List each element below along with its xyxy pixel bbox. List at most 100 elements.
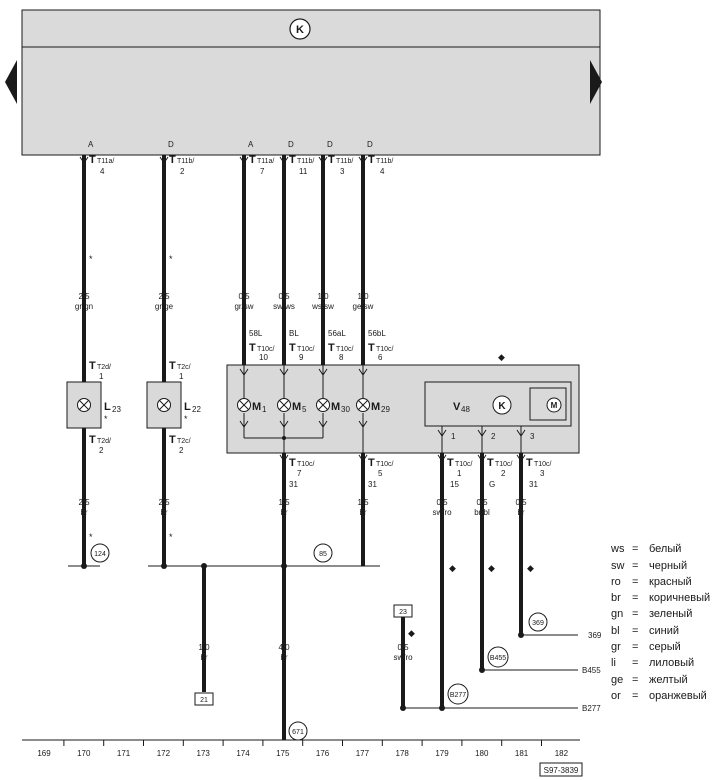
svg-text:T10c/: T10c/ [336, 346, 354, 353]
svg-text:1: 1 [262, 405, 267, 414]
svg-text:T11a/: T11a/ [97, 158, 114, 165]
svg-text:T2c/: T2c/ [177, 438, 191, 445]
svg-text:sw/ro: sw/ro [432, 508, 452, 517]
svg-text:0,5: 0,5 [278, 292, 290, 301]
svg-text:0,5: 0,5 [238, 292, 250, 301]
outgoing-b277: B277 B277 [447, 683, 601, 713]
svg-text:M: M [551, 401, 558, 410]
svg-text:черный: черный [649, 560, 687, 572]
svg-text:B277: B277 [582, 704, 601, 713]
control-unit-symbol-label: K [296, 24, 304, 36]
svg-text:2: 2 [179, 446, 184, 455]
track-number: 174 [236, 749, 250, 758]
svg-text:ro: ro [611, 576, 621, 588]
svg-text:L: L [184, 401, 191, 413]
track-number: 177 [356, 749, 370, 758]
svg-text:2,5: 2,5 [78, 498, 90, 507]
svg-text:T10c/: T10c/ [297, 461, 315, 468]
svg-text:T10c/: T10c/ [495, 461, 513, 468]
svg-text:1,0: 1,0 [317, 292, 329, 301]
svg-text:M: M [331, 401, 340, 413]
svg-text:3: 3 [540, 469, 545, 478]
track-number: 170 [77, 749, 91, 758]
svg-text:10: 10 [259, 353, 268, 362]
track-number: 181 [515, 749, 529, 758]
svg-text:sw/ro: sw/ro [393, 653, 413, 662]
svg-text:T: T [289, 342, 296, 354]
svg-text:4: 4 [380, 167, 385, 176]
svg-text:br: br [359, 508, 366, 517]
svg-text:1: 1 [99, 372, 104, 381]
svg-text:or: or [611, 690, 621, 702]
ground-point-671: 671 [288, 721, 308, 741]
svg-text:T10c/: T10c/ [257, 346, 275, 353]
svg-text:3: 3 [340, 167, 345, 176]
page-next-arrow-icon[interactable] [590, 60, 602, 104]
lower-wires [202, 453, 523, 740]
track-number: 176 [316, 749, 330, 758]
svg-text:1,0: 1,0 [198, 643, 210, 652]
svg-text:L: L [104, 401, 111, 413]
svg-text:T: T [169, 360, 176, 372]
svg-text:2,5: 2,5 [158, 292, 170, 301]
svg-text:T: T [368, 342, 375, 354]
svg-text:A: A [88, 140, 94, 149]
svg-text:29: 29 [381, 405, 390, 414]
svg-text:T10c/: T10c/ [297, 346, 315, 353]
track-number: 179 [435, 749, 449, 758]
svg-text:коричневый: коричневый [649, 592, 710, 604]
svg-text:31: 31 [529, 480, 538, 489]
svg-text:2: 2 [491, 432, 496, 441]
svg-text:56bL: 56bL [368, 329, 386, 338]
svg-text:30: 30 [341, 405, 350, 414]
page-prev-arrow-icon[interactable] [5, 60, 17, 104]
svg-text:2: 2 [99, 446, 104, 455]
svg-text:0,5: 0,5 [436, 498, 448, 507]
svg-text:31: 31 [368, 480, 377, 489]
track-number: 180 [475, 749, 489, 758]
outgoing-b455: B455 B455 [487, 646, 601, 675]
svg-text:T10c/: T10c/ [376, 346, 394, 353]
svg-text:21: 21 [200, 697, 208, 704]
svg-text:22: 22 [192, 405, 201, 414]
svg-text:23: 23 [112, 405, 121, 414]
control-unit-symbol-icon [289, 18, 311, 40]
svg-text:T: T [487, 457, 494, 469]
svg-text:ws: ws [610, 543, 625, 555]
svg-text:◆: ◆ [527, 563, 534, 573]
svg-text:T: T [368, 154, 375, 166]
module-v48: V 48 K M 1 2 3 [424, 381, 572, 453]
svg-text:T2d/: T2d/ [97, 364, 111, 371]
svg-text:1: 1 [457, 469, 462, 478]
svg-text:T: T [526, 457, 533, 469]
svg-text:красный: красный [649, 576, 692, 588]
svg-text:15: 15 [450, 480, 459, 489]
svg-text:br: br [280, 653, 287, 662]
svg-text:7: 7 [297, 469, 302, 478]
svg-text:M: M [292, 401, 301, 413]
svg-text:=: = [632, 592, 638, 604]
branch-wire-178: 23 0,5 sw/ro [393, 604, 413, 662]
svg-text:T: T [89, 360, 96, 372]
svg-text:=: = [632, 560, 638, 572]
svg-text:4,0: 4,0 [278, 643, 290, 652]
svg-text:M: M [371, 401, 380, 413]
svg-text:оранжевый: оранжевый [649, 690, 707, 702]
svg-text:=: = [632, 674, 638, 686]
branch-wire-173: 1,0 br 21 [194, 643, 214, 706]
ground-bus [68, 565, 578, 709]
lower-pin-arrows [279, 454, 526, 462]
svg-text:369: 369 [588, 631, 602, 640]
svg-text:0,5: 0,5 [397, 643, 409, 652]
svg-text:1: 1 [451, 432, 456, 441]
svg-text:белый: белый [649, 543, 681, 555]
junction-dots [81, 563, 524, 711]
